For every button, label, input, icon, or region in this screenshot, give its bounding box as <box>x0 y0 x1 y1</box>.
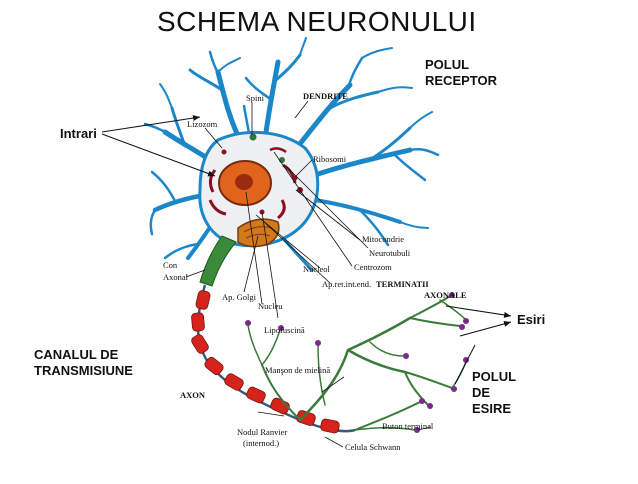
label-internod: (internod.) <box>243 438 279 448</box>
label-celula-schwann: Celula Schwann <box>345 442 401 452</box>
myelin-segment <box>246 386 266 404</box>
page-title: SCHEMA NEURONULUI <box>157 6 477 37</box>
label-polul-receptor: POLUL RECEPTOR <box>425 57 497 88</box>
myelin-segment <box>204 356 224 376</box>
label-centrozom: Centrozom <box>354 262 392 272</box>
myelin-segment <box>191 334 209 354</box>
label-axon: AXON <box>180 390 206 400</box>
label-esiri: Esiri <box>517 312 546 327</box>
label-buton: Buton terminal <box>382 421 434 431</box>
myelin-segment <box>224 373 244 391</box>
myelin-segment <box>320 418 340 434</box>
label-nucleol: Nucleol <box>303 264 331 274</box>
myelin-sheath <box>191 290 340 434</box>
label-mitocondrie: Mitocondrie <box>362 234 404 244</box>
label-dendrite: DENDRITE <box>303 91 348 101</box>
label-axonale: AXONALE <box>424 290 467 300</box>
label-ap-ret: Ap.ret.int.end. <box>322 279 371 289</box>
label-polul-de-esire: POLUL DE ESIRE <box>472 369 517 416</box>
label-lizozom: Lizozom <box>187 119 218 129</box>
myelin-segment <box>191 312 205 332</box>
myelin-segment <box>195 290 211 310</box>
label-manson: Manşon de mielină <box>265 365 330 375</box>
label-neurotubuli: Neurotubuli <box>369 248 411 258</box>
label-ap-golgi: Ap. Golgi <box>222 292 257 302</box>
label-lipofuscina: Lipofuscină <box>264 325 305 335</box>
pointer-lines <box>185 100 432 448</box>
nucleolus <box>235 174 253 190</box>
organelles <box>208 133 303 248</box>
label-con: Con <box>163 260 178 270</box>
label-nodul: Nodul Ranvier <box>237 427 287 437</box>
label-spini: Spini <box>246 93 265 103</box>
axon-terminals <box>247 295 467 431</box>
label-ribosomi: Ribosomi <box>313 154 347 164</box>
label-arrows <box>101 115 512 385</box>
part-labels: Spini DENDRITE Lizozom Ribosomi Mitocond… <box>163 91 467 452</box>
label-intrari: Intrari <box>60 126 97 141</box>
terminal-boutons <box>245 292 469 433</box>
dendrites <box>143 37 440 272</box>
label-nucleu: Nucleu <box>258 301 283 311</box>
label-axonal: Axonal <box>163 272 189 282</box>
label-terminatii: TERMINATII <box>376 279 429 289</box>
label-canalul-de-transmisiune: CANALUL DE TRANSMISIUNE <box>34 347 133 378</box>
axon-hillock <box>199 235 237 287</box>
